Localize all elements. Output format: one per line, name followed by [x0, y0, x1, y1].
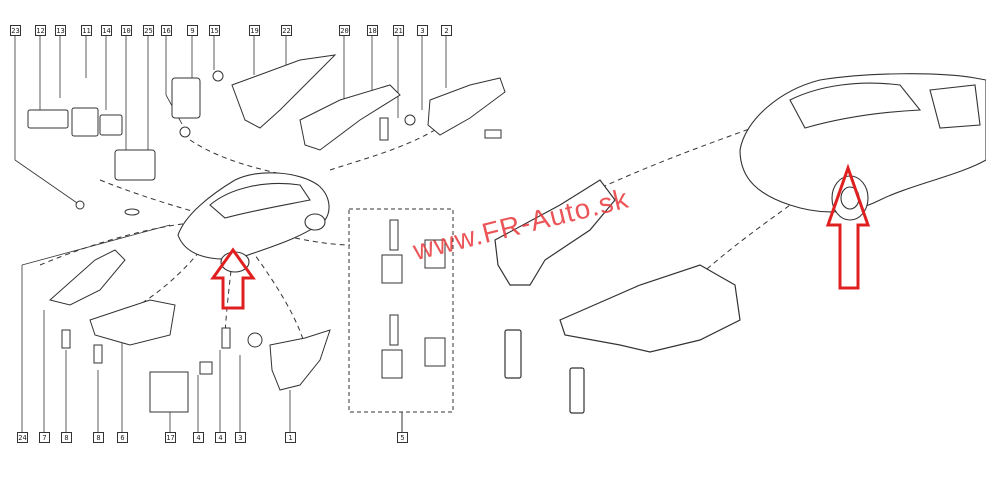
bottom-callout-4: 6: [117, 432, 128, 443]
top-callout-15: 3: [417, 25, 428, 36]
top-callout-3: 11: [81, 25, 92, 36]
hinge-parts-bottom: [48, 219, 446, 413]
top-callout-9: 15: [209, 25, 220, 36]
bottom-callout-10: 5: [397, 432, 408, 443]
top-callout-4: 14: [101, 25, 112, 36]
top-callout-16: 2: [441, 25, 452, 36]
bottom-callout-0: 24: [17, 432, 28, 443]
top-callout-8: 9: [187, 25, 198, 36]
bottom-callout-8: 3: [235, 432, 246, 443]
top-callout-5: 10: [121, 25, 132, 36]
red-arrow-left: [210, 247, 256, 310]
hinge-parts-top: [27, 54, 506, 216]
hinge-plates-right: [494, 179, 741, 414]
bottom-callout-6: 4: [193, 432, 204, 443]
bottom-callout-5: 17: [165, 432, 176, 443]
top-callout-7: 16: [161, 25, 172, 36]
top-callout-10: 19: [249, 25, 260, 36]
bottom-callout-3: 8: [93, 432, 104, 443]
top-callout-14: 21: [393, 25, 404, 36]
car-outline-small: [177, 172, 330, 273]
car-outline-large: [739, 73, 986, 221]
dashed-connectors: [39, 124, 791, 346]
part-5-box: [348, 208, 454, 413]
top-callout-2: 13: [55, 25, 66, 36]
top-callout-12: 20: [339, 25, 350, 36]
top-callout-0: 23: [10, 25, 21, 36]
red-arrow-right: [825, 163, 871, 290]
bottom-callout-1: 7: [39, 432, 50, 443]
bottom-callout-2: 8: [61, 432, 72, 443]
red-arrows: [210, 163, 871, 310]
bottom-callout-7: 4: [215, 432, 226, 443]
top-callout-13: 18: [367, 25, 378, 36]
top-callout-11: 22: [281, 25, 292, 36]
bottom-callout-9: 1: [285, 432, 296, 443]
top-callout-6: 25: [143, 25, 154, 36]
top-callout-1: 12: [35, 25, 46, 36]
